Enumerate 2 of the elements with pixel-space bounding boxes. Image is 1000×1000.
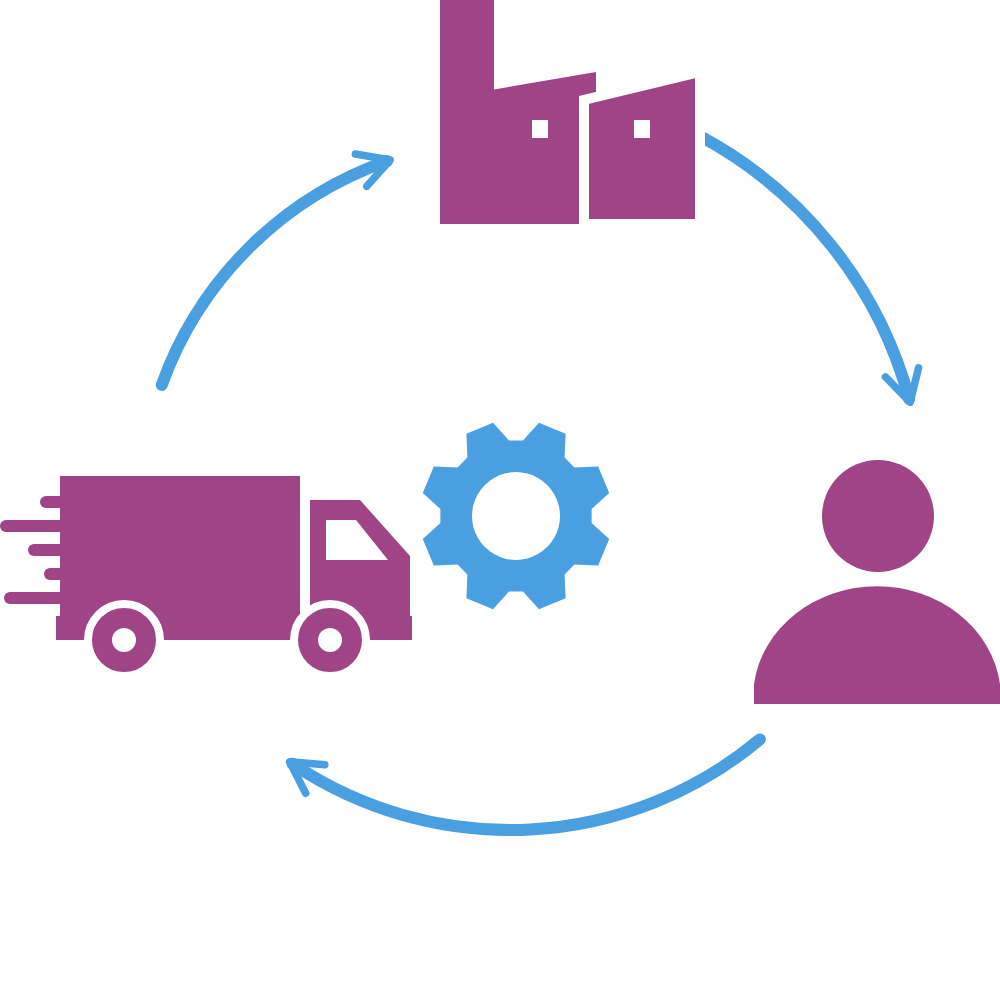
curved-arrow [155, 152, 394, 391]
curved-arrow [285, 733, 766, 836]
